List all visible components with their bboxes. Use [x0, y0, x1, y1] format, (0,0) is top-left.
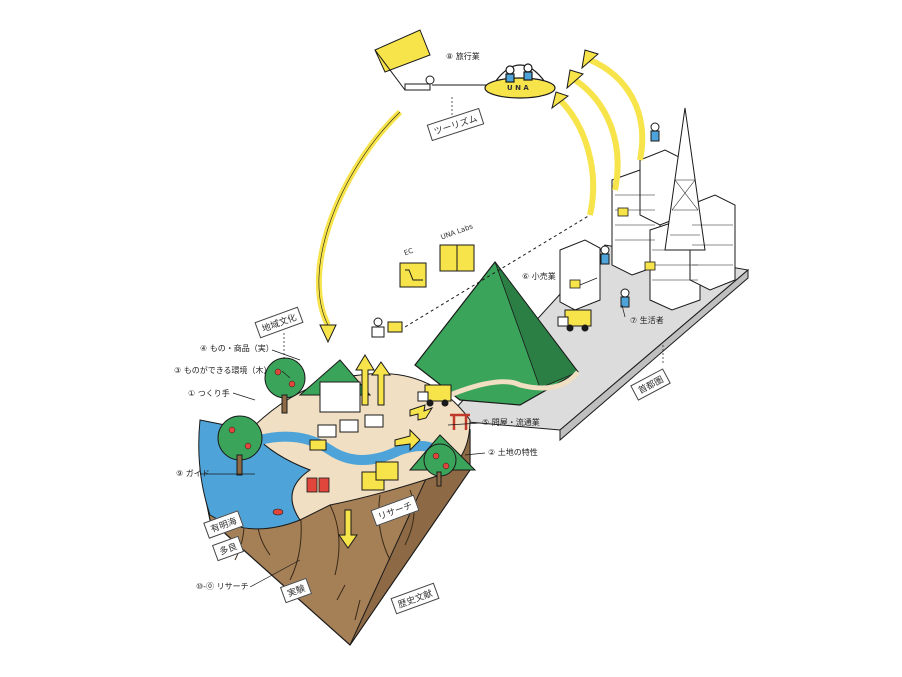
big-mountain-shade: [494, 261, 579, 389]
label-wholesale: ⑤ 問屋・流通業: [482, 418, 540, 427]
label-consumer: ⑦ 生活者: [630, 316, 664, 325]
building-windows: [615, 194, 733, 281]
crab: [272, 508, 284, 516]
label-products: ④ もの・商品（実）: [200, 344, 274, 353]
red-markers: [306, 477, 330, 493]
city-people: [600, 122, 660, 308]
river: [255, 431, 445, 465]
leader-lines: [200, 97, 664, 588]
city-buildings: [559, 107, 736, 311]
label-maker: ① つくり手: [188, 389, 230, 398]
yellow-boxes: [361, 461, 399, 491]
trees: [217, 357, 457, 487]
label-guide: ⑨ ガイド: [176, 469, 210, 478]
flying-person: [404, 75, 435, 91]
dashed-flow: [399, 214, 591, 331]
cycle-arrows: [316, 57, 646, 327]
tower-lattice: [670, 179, 700, 236]
road-platform-edge: [559, 268, 749, 442]
label-environment: ③ ものができる環境（木）: [174, 366, 272, 375]
fruits: [228, 368, 450, 470]
ufo-text: U N A: [507, 84, 529, 92]
cycle-arrow-heads: [319, 49, 600, 344]
info-board: [319, 381, 361, 413]
label-land: ② 土地の特性: [488, 448, 538, 457]
city-accents: [569, 207, 656, 289]
mountain-road: [449, 370, 580, 398]
ufo: [484, 63, 556, 99]
warehouses: [309, 414, 384, 451]
laptop-person: [371, 317, 403, 338]
delivery-truck-island: [417, 384, 452, 407]
label-retail: ⑥ 小売業: [522, 272, 556, 281]
city-truck: [557, 309, 592, 332]
labs-book-icon: [439, 244, 475, 272]
label-research: ⑩-⓪ リサーチ: [196, 582, 249, 591]
island-flow-arrows: [338, 354, 434, 549]
tourism-flag: [374, 29, 431, 91]
label-travel: ⑧ 旅行業: [446, 52, 480, 61]
ec-cart-icon: [399, 262, 427, 288]
torii-gate: [450, 413, 470, 430]
